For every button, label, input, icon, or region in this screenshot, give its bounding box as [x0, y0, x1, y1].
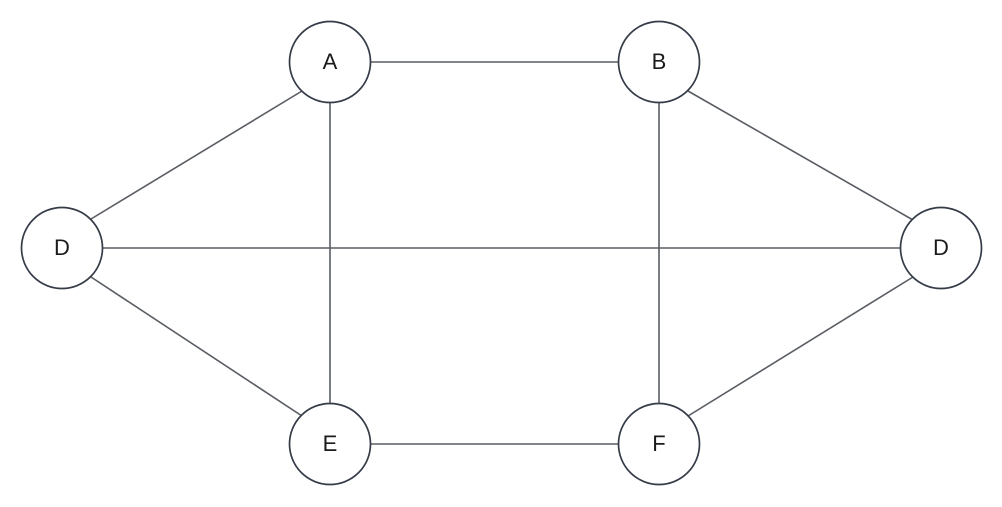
node-label-a: A — [323, 49, 338, 74]
node-label-dr: D — [933, 235, 949, 260]
node-circle-dl[interactable] — [20, 206, 104, 290]
node-circle-dr[interactable] — [899, 206, 983, 290]
graph-node-e[interactable]: E — [288, 402, 372, 486]
node-label-dl: D — [54, 235, 70, 260]
edge-layer — [90, 61, 914, 445]
graph-edge-dl-e[interactable] — [90, 276, 303, 417]
node-label-e: E — [323, 431, 338, 456]
graph-node-dr[interactable]: D — [899, 206, 983, 290]
node-circle-e[interactable] — [288, 402, 372, 486]
node-circle-a[interactable] — [288, 20, 372, 104]
graph-edge-b-dr[interactable] — [687, 90, 914, 221]
node-layer: A B D D E F — [20, 20, 983, 486]
graph-edge-dr-f[interactable] — [687, 276, 914, 417]
node-label-f: F — [652, 431, 665, 456]
graph-edge-a-dl[interactable] — [90, 90, 303, 220]
node-label-b: B — [652, 49, 667, 74]
graph-node-b[interactable]: B — [617, 20, 701, 104]
node-circle-b[interactable] — [617, 20, 701, 104]
node-circle-f[interactable] — [617, 402, 701, 486]
graph-node-dl[interactable]: D — [20, 206, 104, 290]
graph-node-a[interactable]: A — [288, 20, 372, 104]
graph-node-f[interactable]: F — [617, 402, 701, 486]
